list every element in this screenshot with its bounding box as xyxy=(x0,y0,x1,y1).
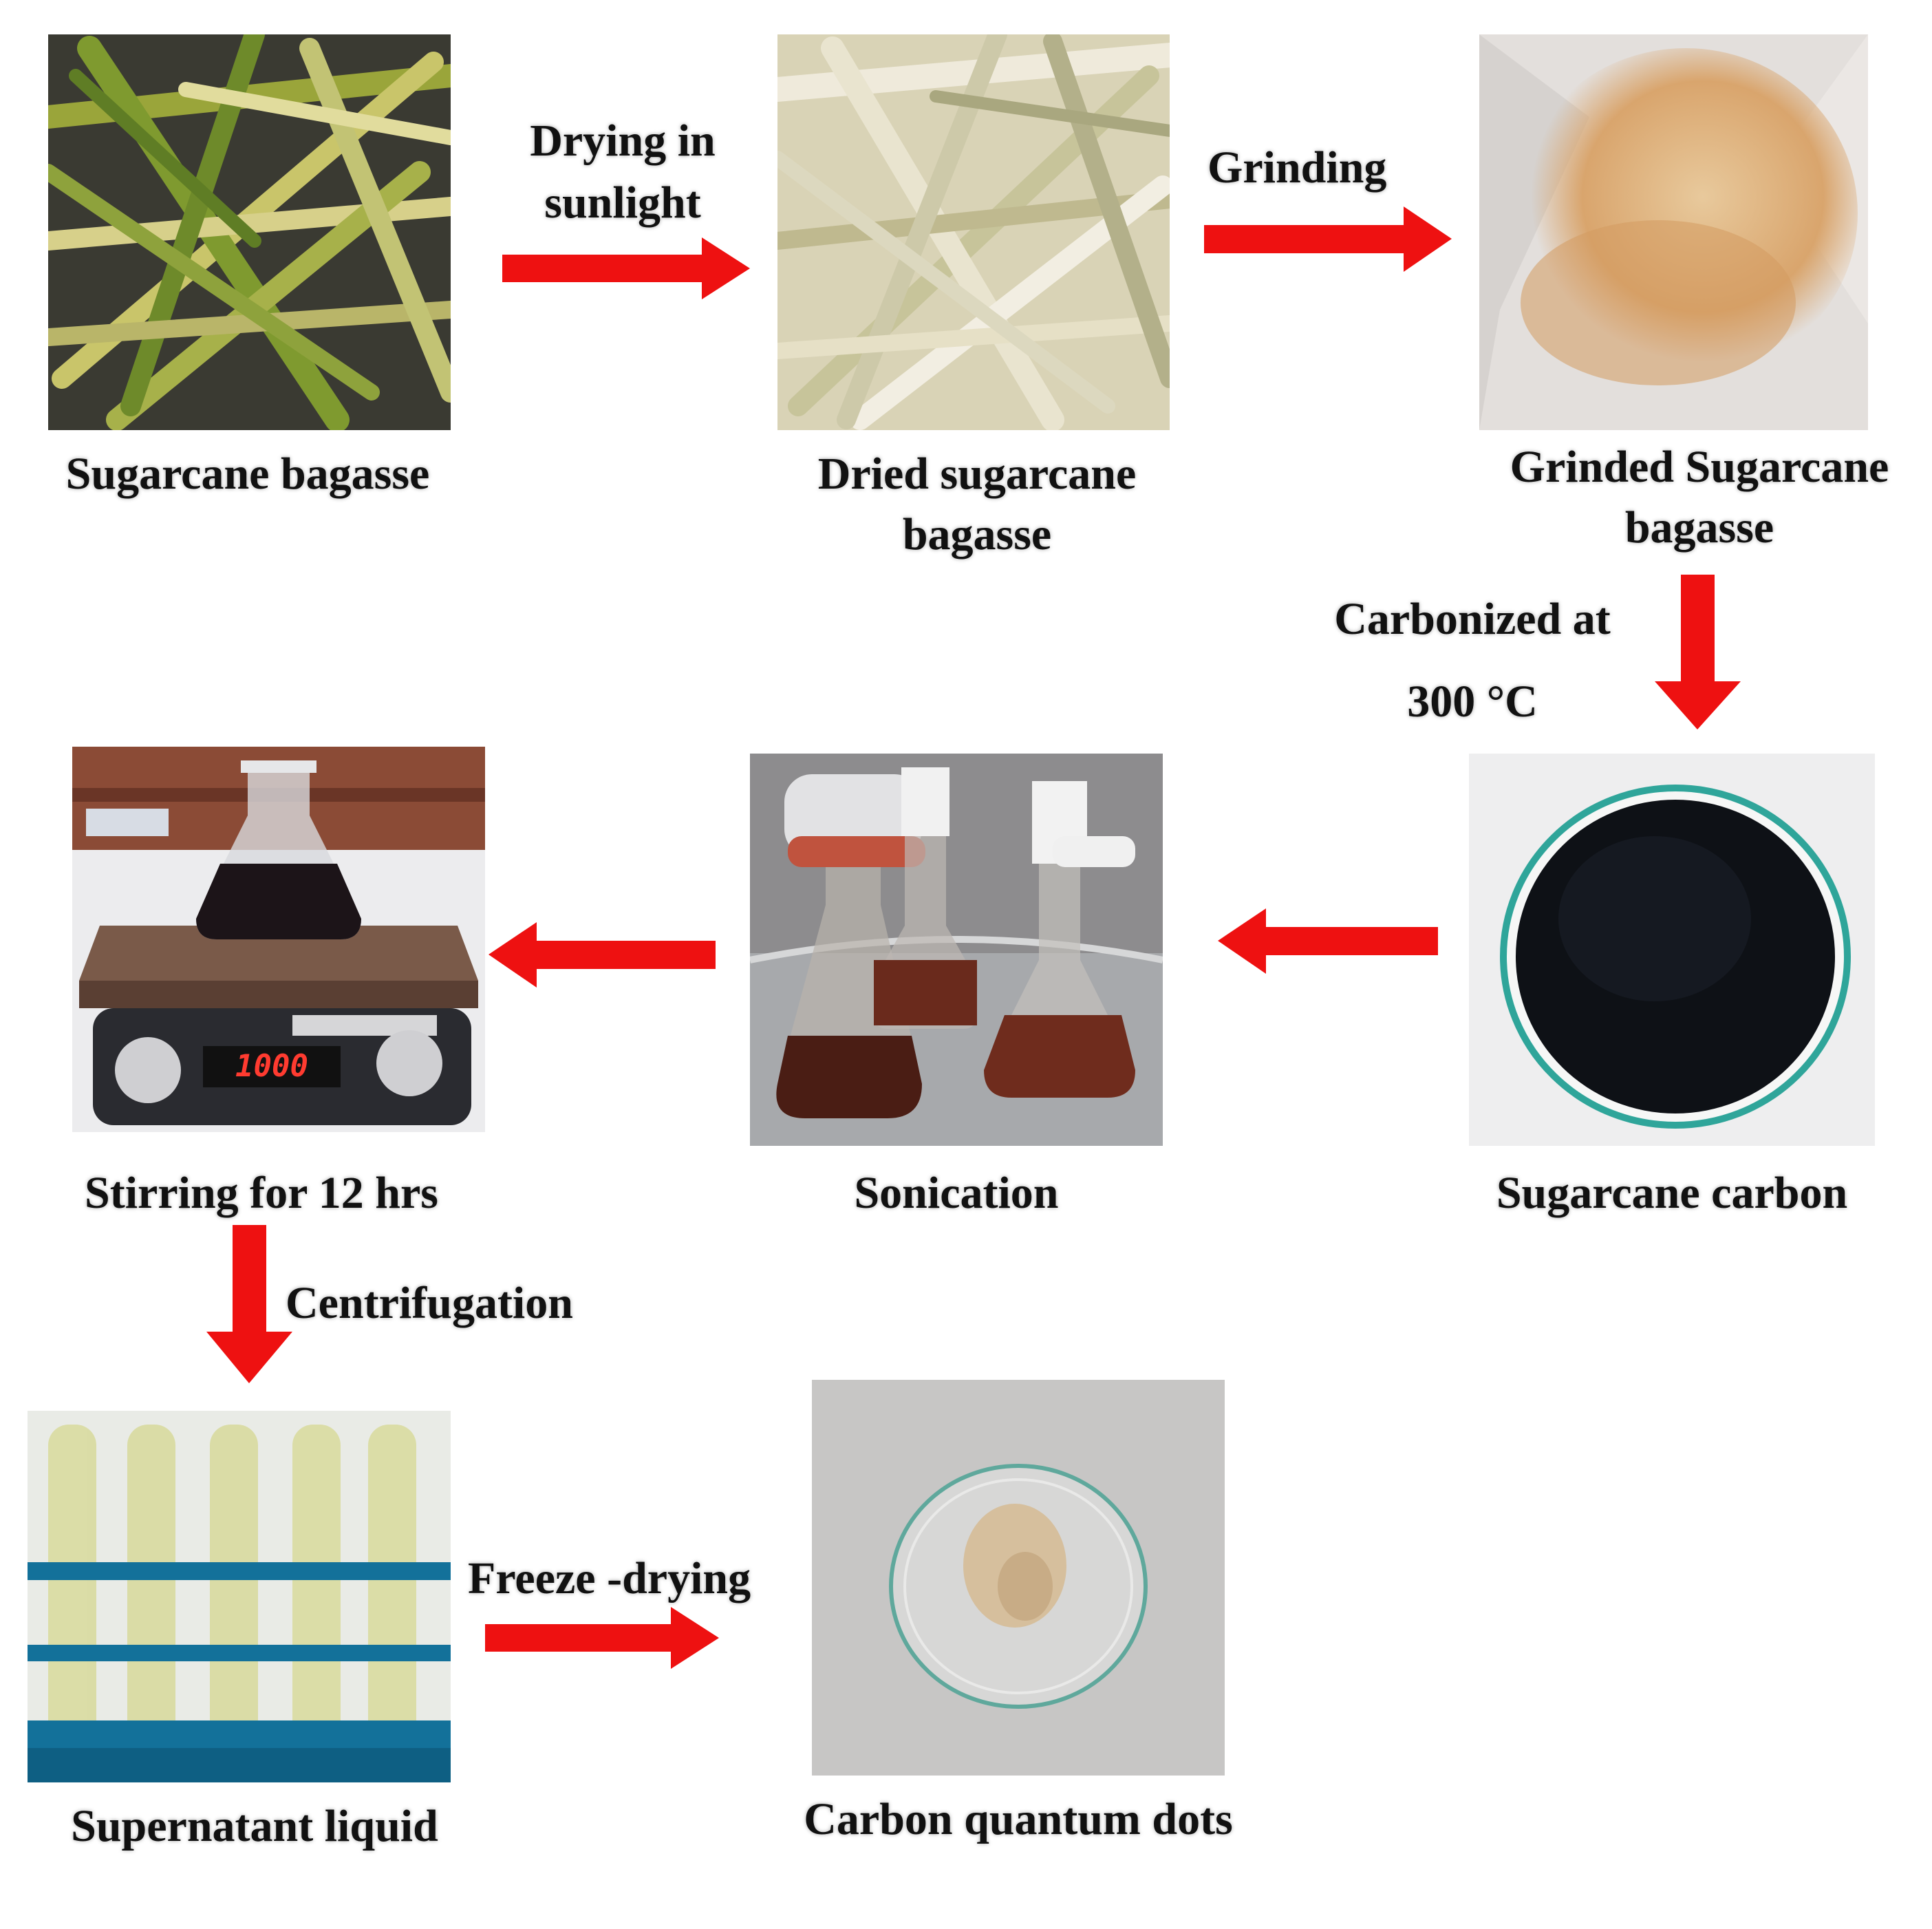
stage-label-supernatant: Supernatant liquid xyxy=(71,1801,438,1851)
arrow-right-freeze-drying xyxy=(485,1607,719,1669)
arrow-down-carbonized xyxy=(1655,575,1741,729)
arrow-left-to-stirring xyxy=(489,922,716,988)
arrow-left-to-sonication xyxy=(1218,908,1438,974)
stage-label-dried-bagasse: Dried sugarcane bagasse xyxy=(817,449,1137,559)
arrow-down-centrifugation xyxy=(206,1225,292,1383)
photo-grinded-bagasse xyxy=(1479,34,1868,430)
photo-sugarcane-carbon xyxy=(1469,754,1875,1146)
stirrer-display-readout: 1000 xyxy=(235,1049,308,1084)
stage-label-sonication: Sonication xyxy=(854,1168,1059,1218)
step-label-drying: Drying in sunlight xyxy=(530,116,716,228)
photo-sugarcane-bagasse xyxy=(48,34,451,430)
photo-sonication xyxy=(750,754,1163,1146)
stage-label-sugarcane-bagasse: Sugarcane bagasse xyxy=(65,449,430,499)
photo-carbon-quantum-dots xyxy=(812,1380,1225,1776)
stage-label-grinded-bagasse: Grinded Sugarcane bagasse xyxy=(1510,442,1889,553)
photo-stirring: 1000 xyxy=(72,747,485,1132)
arrow-right-grinding xyxy=(1204,206,1452,272)
photo-dried-bagasse xyxy=(777,34,1170,430)
step-label-carbonized: Carbonized at 300 °C xyxy=(1334,594,1611,727)
stage-label-sugarcane-carbon: Sugarcane carbon xyxy=(1496,1168,1848,1218)
stage-label-stirring: Stirring for 12 hrs xyxy=(85,1168,438,1218)
photo-supernatant xyxy=(28,1411,451,1782)
arrow-right-drying xyxy=(502,237,750,299)
step-label-freeze-drying: Freeze -drying xyxy=(468,1553,751,1603)
step-label-grinding: Grinding xyxy=(1208,142,1387,193)
stage-label-carbon-quantum-dots: Carbon quantum dots xyxy=(804,1794,1233,1844)
step-label-centrifugation: Centrifugation xyxy=(286,1278,573,1328)
